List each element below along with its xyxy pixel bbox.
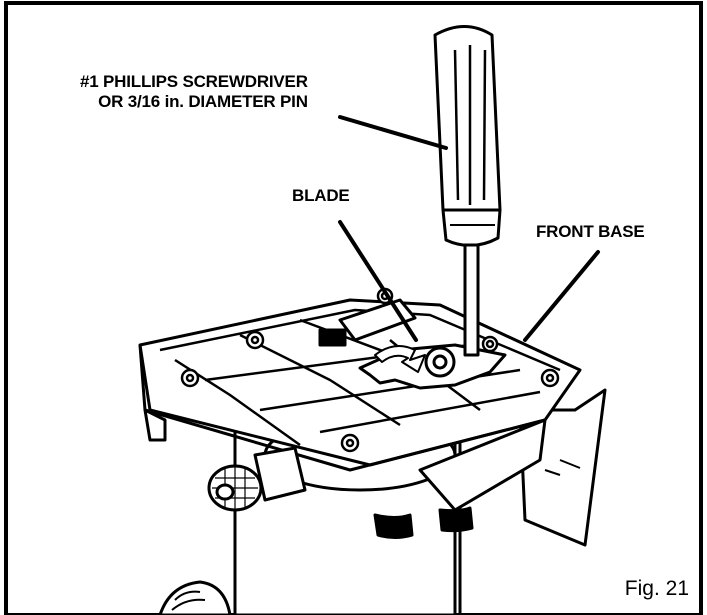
screwdriver-callout-line1: #1 PHILLIPS SCREWDRIVER — [80, 72, 308, 91]
figure-label: Fig. 21 — [624, 577, 689, 600]
screwdriver-illustration — [433, 25, 502, 357]
screwdriver-leader — [338, 115, 448, 150]
screwdriver-callout: #1 PHILLIPS SCREWDRIVER OR 3/16 in. DIAM… — [80, 72, 308, 112]
depth-knob — [207, 446, 307, 512]
screwdriver-callout-line2: OR 3/16 in. DIAMETER PIN — [98, 92, 308, 111]
front-base-callout: FRONT BASE — [536, 222, 645, 241]
front-base-leader — [523, 250, 600, 342]
blade-callout: BLADE — [292, 186, 350, 205]
screw-holes — [180, 287, 560, 453]
leader-lines — [338, 115, 600, 342]
blade-leader — [338, 220, 418, 342]
screwdriver-ferrule — [441, 208, 502, 247]
screwdriver-handle — [433, 25, 502, 218]
screwdriver-shaft — [463, 243, 480, 357]
